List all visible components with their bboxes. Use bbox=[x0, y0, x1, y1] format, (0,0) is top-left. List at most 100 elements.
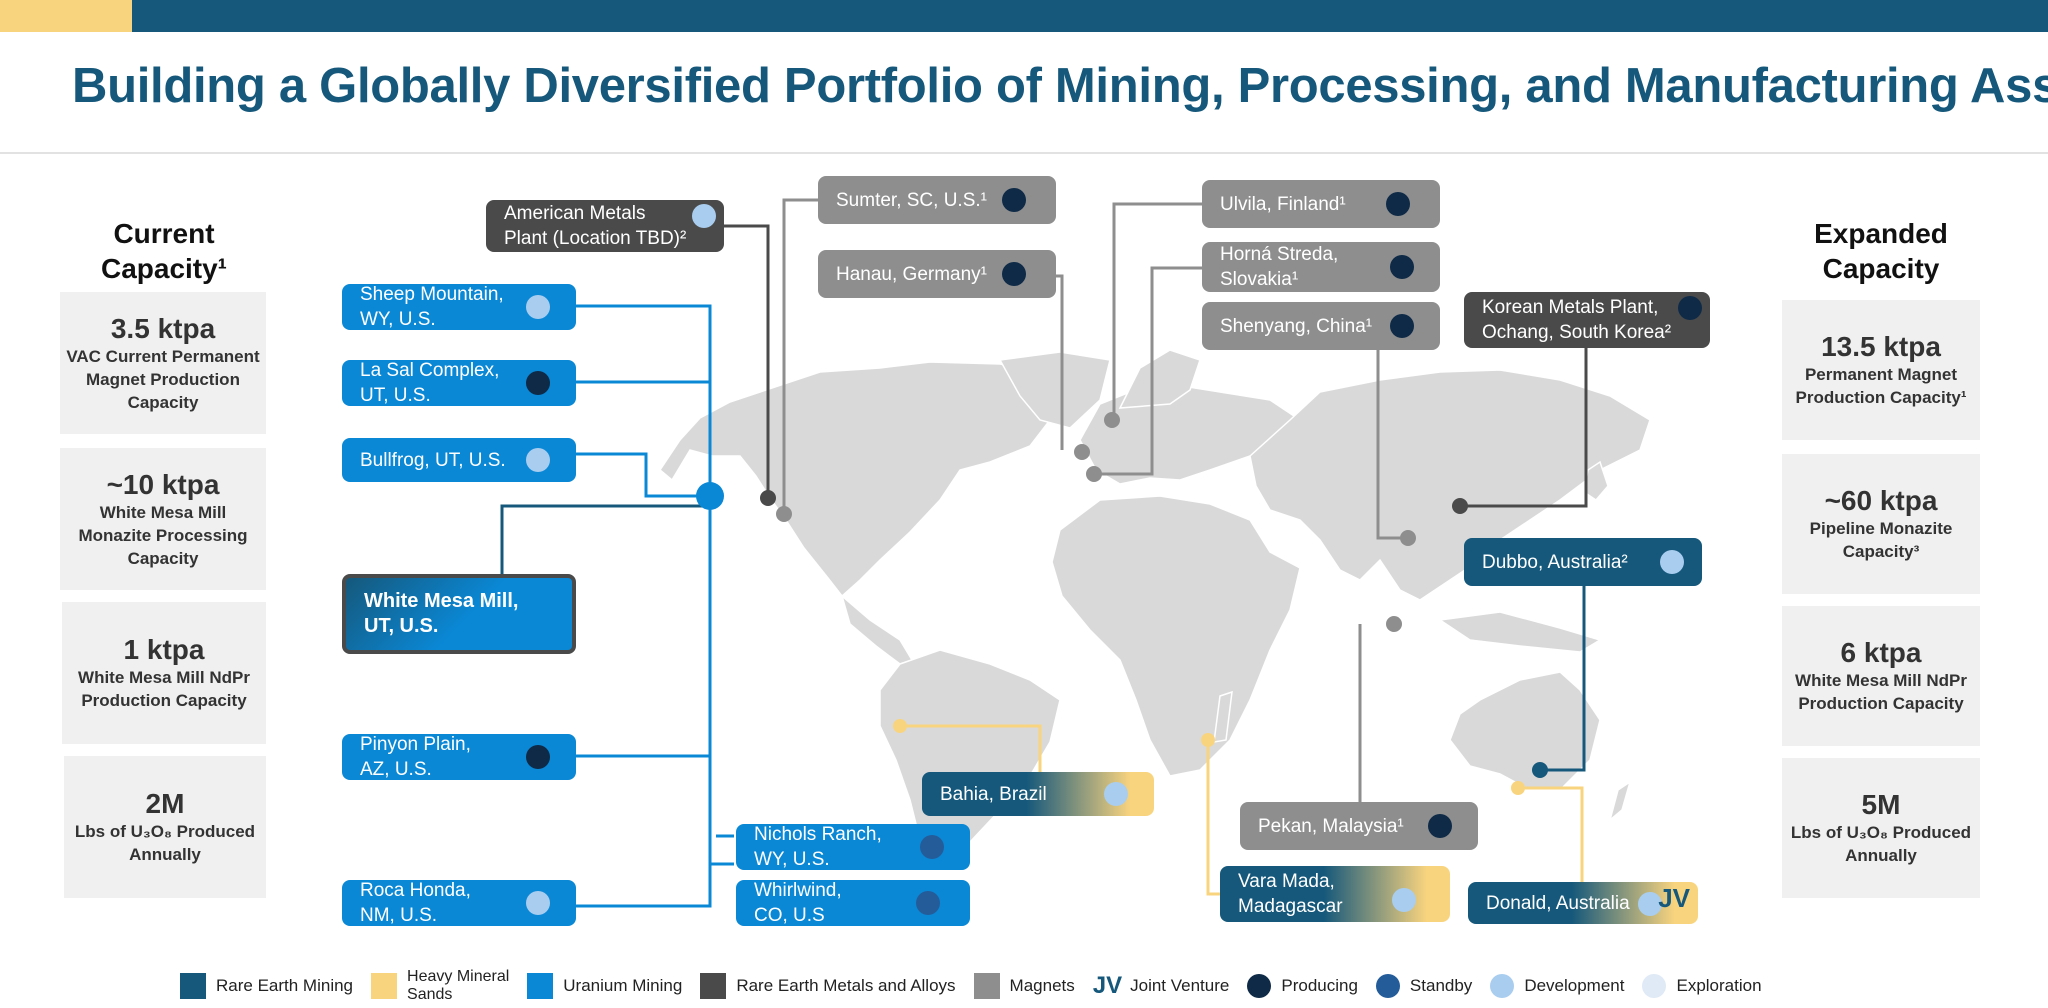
development-status-icon bbox=[1392, 888, 1416, 912]
location-label: White Mesa Mill, UT, U.S. bbox=[364, 590, 519, 637]
development-status-icon bbox=[692, 204, 716, 228]
development-status-icon bbox=[1104, 782, 1128, 806]
current-capacity-card: 3.5 ktpa VAC Current Permanent Magnet Pr… bbox=[60, 292, 266, 434]
location-sumter[interactable]: Sumter, SC, U.S.¹ bbox=[818, 176, 1056, 224]
capacity-value: 5M bbox=[1861, 789, 1901, 820]
location-label: Ulvila, Finland¹ bbox=[1220, 193, 1346, 215]
capacity-description: Pipeline Monazite Capacity³ bbox=[1809, 519, 1953, 561]
location-label: Bullfrog, UT, U.S. bbox=[360, 449, 506, 471]
legend-item-joint-venture: JV Joint Venture bbox=[1093, 972, 1230, 1000]
location-pekan[interactable]: Pekan, Malaysia¹ bbox=[1240, 802, 1478, 850]
capacity-value: 2M bbox=[145, 788, 185, 819]
sumter-map-dot bbox=[776, 506, 792, 522]
location-dubbo[interactable]: Dubbo, Australia² bbox=[1464, 538, 1702, 586]
legend-item-development: Development bbox=[1490, 974, 1624, 998]
producing-status-icon bbox=[1390, 255, 1414, 279]
legend: Rare Earth Mining Heavy Mineral Sands Ur… bbox=[180, 968, 1780, 1004]
location-ulvila[interactable]: Ulvila, Finland¹ bbox=[1202, 180, 1440, 228]
shenyang-map-dot bbox=[1400, 530, 1416, 546]
location-label: Donald, Australia bbox=[1486, 892, 1630, 914]
legend-item-exploration: Exploration bbox=[1642, 974, 1762, 998]
standby-status-icon bbox=[1375, 974, 1400, 998]
capacity-description: VAC Current Permanent Magnet Production … bbox=[66, 346, 260, 412]
location-la-sal[interactable]: La Sal Complex, UT, U.S. bbox=[342, 360, 576, 406]
producing-status-icon bbox=[1386, 192, 1410, 216]
location-roca-honda[interactable]: Roca Honda, NM, U.S. bbox=[342, 880, 576, 926]
producing-status-icon bbox=[526, 371, 550, 395]
legend-label: Standby bbox=[1409, 976, 1473, 995]
legend-label: Joint Venture bbox=[1130, 976, 1230, 995]
location-white-mesa-mill[interactable]: White Mesa Mill, UT, U.S. bbox=[342, 574, 576, 654]
location-horna-streda[interactable]: Horná Streda, Slovakia¹ bbox=[1202, 242, 1440, 292]
legend-label: Development bbox=[1524, 976, 1625, 995]
expanded-capacity-heading: Expanded Capacity bbox=[1782, 216, 1980, 286]
development-status-icon bbox=[1638, 892, 1662, 916]
location-label: Horná Streda, Slovakia¹ bbox=[1220, 244, 1339, 290]
location-label: Whirlwind, CO, U.S bbox=[754, 880, 842, 926]
producing-status-icon bbox=[1428, 814, 1452, 838]
continent-africa bbox=[1051, 495, 1301, 777]
development-status-icon bbox=[1660, 550, 1684, 574]
current-capacity-card: 2M Lbs of U₃O₈ Produced Annually bbox=[64, 756, 266, 898]
legend-item-rare-earth-metals: Rare Earth Metals and Alloys bbox=[700, 973, 956, 999]
uranium-mining-swatch-icon bbox=[527, 973, 554, 999]
location-label: Dubbo, Australia² bbox=[1482, 551, 1628, 573]
bahia-map-dot bbox=[893, 719, 907, 733]
legend-item-standby: Standby bbox=[1375, 974, 1473, 998]
location-label: Shenyang, China¹ bbox=[1220, 315, 1373, 337]
korean-metals-map-dot bbox=[1452, 498, 1468, 514]
location-label: Nichols Ranch, WY, U.S. bbox=[754, 824, 882, 870]
location-label: Hanau, Germany¹ bbox=[836, 263, 988, 285]
horna-streda-map-dot bbox=[1086, 466, 1102, 482]
expanded-capacity-heading-line2: Capacity bbox=[1822, 253, 1940, 284]
current-capacity-heading-line2: Capacity¹ bbox=[100, 253, 228, 284]
expanded-capacity-card: 5M Lbs of U₃O₈ Produced Annually bbox=[1782, 758, 1980, 898]
location-pinyon-plain[interactable]: Pinyon Plain, AZ, U.S. bbox=[342, 734, 576, 780]
continent-australia bbox=[1449, 671, 1601, 791]
location-label: Korean Metals Plant, Ochang, South Korea… bbox=[1482, 297, 1672, 343]
capacity-description: White Mesa Mill Monazite Processing Capa… bbox=[78, 502, 248, 568]
exploration-status-icon bbox=[1642, 974, 1667, 998]
legend-label: Heavy Mineral Sands bbox=[407, 968, 510, 1003]
white-mesa-hub-dot bbox=[696, 482, 724, 510]
producing-status-icon bbox=[526, 745, 550, 769]
expanded-capacity-heading-line1: Expanded bbox=[1814, 218, 1948, 249]
location-label: La Sal Complex, UT, U.S. bbox=[360, 360, 500, 406]
capacity-value: ~10 ktpa bbox=[106, 468, 220, 500]
expanded-capacity-card: 6 ktpa White Mesa Mill NdPr Production C… bbox=[1782, 606, 1980, 746]
joint-venture-icon: JV bbox=[1092, 972, 1123, 999]
donald-map-dot bbox=[1511, 781, 1525, 795]
producing-status-icon bbox=[1002, 262, 1026, 286]
location-korean-metals[interactable]: Korean Metals Plant, Ochang, South Korea… bbox=[1464, 292, 1710, 348]
producing-status-icon bbox=[1002, 188, 1026, 212]
standby-status-icon bbox=[916, 891, 940, 915]
location-american-metals[interactable]: American Metals Plant (Location TBD)² bbox=[486, 200, 724, 252]
legend-label: Exploration bbox=[1676, 976, 1762, 995]
expanded-capacity-card: ~60 ktpa Pipeline Monazite Capacity³ bbox=[1782, 454, 1980, 594]
magnets-swatch-icon bbox=[973, 973, 1000, 999]
legend-label: Producing bbox=[1281, 976, 1358, 995]
location-sheep-mountain[interactable]: Sheep Mountain, WY, U.S. bbox=[342, 284, 576, 330]
location-donald[interactable]: Donald, Australia JV bbox=[1468, 882, 1698, 924]
location-whirlwind[interactable]: Whirlwind, CO, U.S bbox=[736, 880, 970, 926]
capacity-description: White Mesa Mill NdPr Production Capacity bbox=[78, 668, 250, 710]
location-hanau[interactable]: Hanau, Germany¹ bbox=[818, 250, 1056, 298]
continent-greenland bbox=[998, 351, 1111, 429]
location-nichols-ranch[interactable]: Nichols Ranch, WY, U.S. bbox=[736, 824, 970, 870]
development-status-icon bbox=[526, 448, 550, 472]
continent-north-america bbox=[659, 361, 1082, 598]
legend-item-heavy-mineral-sands: Heavy Mineral Sands bbox=[371, 968, 509, 1004]
location-bullfrog[interactable]: Bullfrog, UT, U.S. bbox=[342, 438, 576, 482]
location-label: Sheep Mountain, WY, U.S. bbox=[360, 284, 504, 330]
continent-south-america bbox=[879, 649, 1061, 872]
location-label: Sumter, SC, U.S.¹ bbox=[836, 189, 987, 211]
continent-new-zealand bbox=[1608, 780, 1632, 823]
top-banner bbox=[0, 0, 2048, 32]
location-shenyang[interactable]: Shenyang, China¹ bbox=[1202, 302, 1440, 350]
location-vara-mada[interactable]: Vara Mada, Madagascar bbox=[1220, 866, 1450, 922]
continent-asia bbox=[1249, 369, 1651, 601]
legend-label: Rare Earth Mining bbox=[216, 976, 354, 995]
dubbo-map-dot bbox=[1532, 762, 1548, 778]
development-status-icon bbox=[526, 295, 550, 319]
location-bahia[interactable]: Bahia, Brazil bbox=[922, 772, 1154, 816]
